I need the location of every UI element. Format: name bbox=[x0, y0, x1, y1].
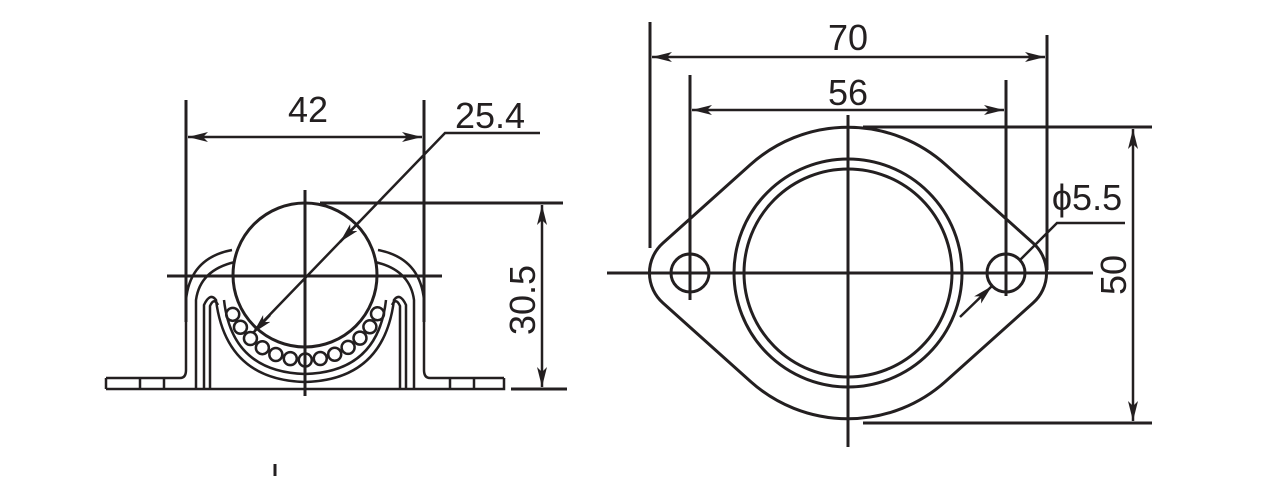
support-ball bbox=[312, 350, 329, 367]
dim-hole-arrow bbox=[959, 285, 993, 318]
ball bbox=[231, 201, 379, 349]
top-view: 70 56 50 ϕ5.5 bbox=[607, 17, 1152, 447]
dim-42-label: 42 bbox=[288, 89, 328, 130]
arrow-head bbox=[252, 314, 271, 334]
ball-cup-outer bbox=[202, 295, 408, 389]
support-ball bbox=[232, 319, 249, 335]
dim-25-4-leader bbox=[254, 131, 540, 331]
support-ball bbox=[282, 350, 299, 367]
housing-left-outer bbox=[106, 248, 233, 380]
base-plate bbox=[106, 378, 506, 391]
dim-hole-leader bbox=[1019, 221, 1125, 261]
ball-cup-inner bbox=[222, 299, 388, 376]
front-view: 42 25.4 30.5 bbox=[104, 89, 567, 476]
housing-left-inner bbox=[194, 260, 236, 389]
support-balls bbox=[224, 306, 386, 368]
support-ball bbox=[268, 346, 284, 363]
arrow-head bbox=[339, 220, 361, 243]
housing-right-inner bbox=[374, 260, 416, 389]
support-ball bbox=[369, 306, 386, 322]
dim-30-5-label: 30.5 bbox=[502, 265, 543, 335]
dim-hole-label: ϕ5.5 bbox=[1052, 177, 1122, 218]
housing-right-outer bbox=[377, 248, 504, 380]
support-ball bbox=[254, 339, 271, 356]
support-ball bbox=[242, 330, 259, 347]
support-ball bbox=[326, 346, 343, 363]
cup-wall bbox=[390, 300, 402, 389]
support-ball bbox=[224, 306, 241, 323]
dim-70-label: 70 bbox=[828, 17, 868, 58]
dim-50-label: 50 bbox=[1093, 255, 1134, 295]
support-ball bbox=[362, 319, 378, 335]
dim-25-4-label: 25.4 bbox=[455, 95, 525, 136]
flange-outline bbox=[648, 125, 1048, 421]
support-ball bbox=[297, 352, 314, 368]
dim-56-label: 56 bbox=[828, 72, 868, 113]
support-ball bbox=[352, 330, 368, 346]
cup-wall bbox=[208, 300, 220, 389]
support-ball bbox=[340, 339, 356, 356]
